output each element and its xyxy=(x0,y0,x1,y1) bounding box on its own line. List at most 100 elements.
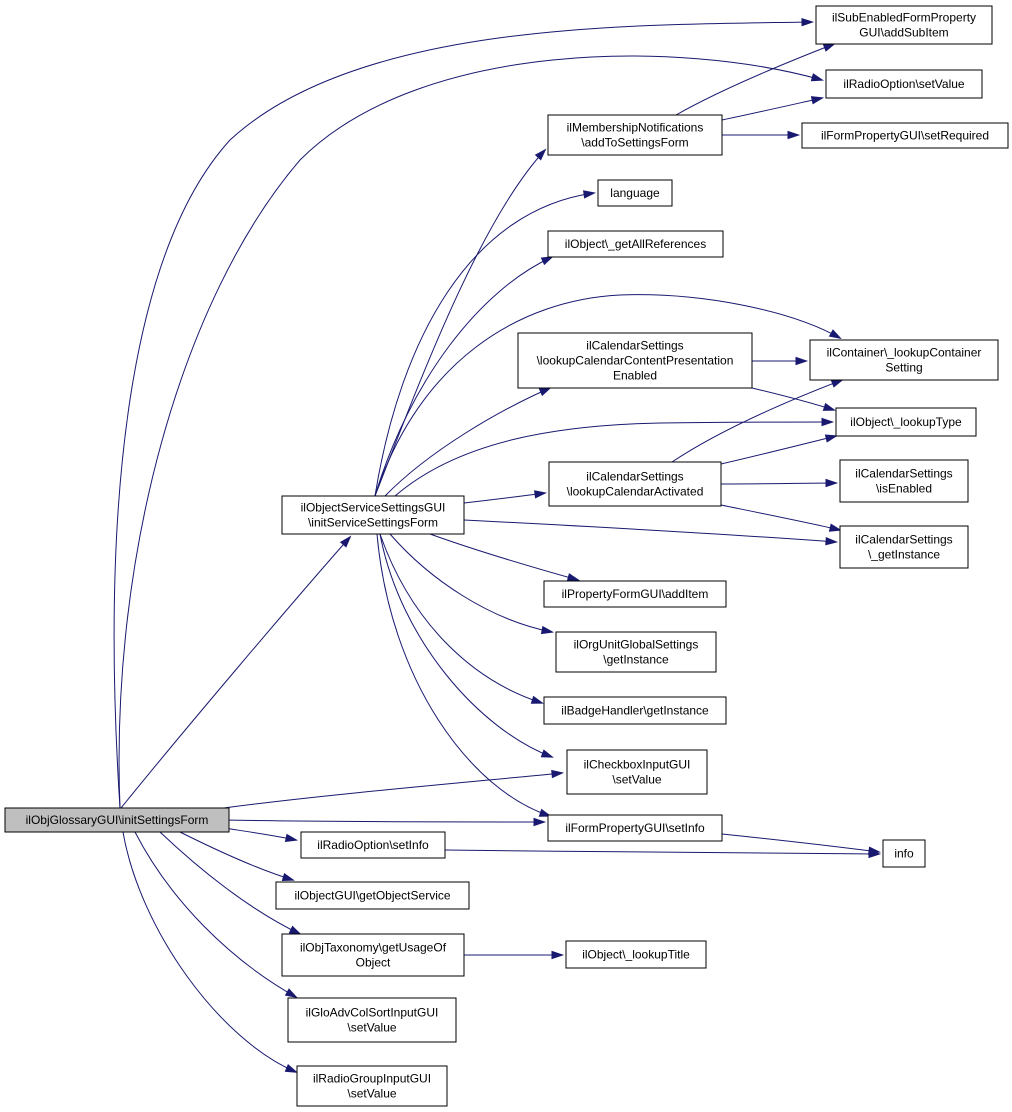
node-gloAdv[interactable]: ilGloAdvColSortInputGUI\setValue xyxy=(287,997,457,1043)
node-box xyxy=(801,122,1009,149)
node-label-line: \lookupCalendarContentPresentation xyxy=(537,354,734,368)
edge-svc-to-language xyxy=(374,190,597,497)
edge-calActivated-to-containerSetting xyxy=(671,379,844,463)
edge-root-to-radioSetInfo xyxy=(223,827,299,842)
edge-radioSetInfo-to-info xyxy=(444,849,882,859)
node-box xyxy=(287,997,457,1043)
arrowhead-icon xyxy=(566,573,581,582)
edge-root-to-setInfo xyxy=(223,817,547,827)
arrowhead-icon xyxy=(810,96,825,105)
node-box xyxy=(548,461,722,507)
edge-calActivated-to-lookupType xyxy=(720,434,839,465)
node-box xyxy=(565,940,707,969)
node-calIsEnabled[interactable]: ilCalendarSettings\isEnabled xyxy=(839,459,969,503)
edge-calContent-to-lookupType xyxy=(751,387,836,411)
node-calActivated[interactable]: ilCalendarSettings\lookupCalendarActivat… xyxy=(548,461,722,507)
edge-svc-to-calGetInstance xyxy=(463,519,839,546)
edge-root-to-gloAdv xyxy=(134,831,298,999)
node-box xyxy=(296,1065,448,1107)
node-box xyxy=(281,495,465,535)
node-label-line: language xyxy=(610,186,660,200)
node-label-line: ilFormPropertyGUI\setRequired xyxy=(821,129,989,143)
node-language[interactable]: language xyxy=(597,179,673,207)
arrowhead-icon xyxy=(281,872,295,881)
node-lookupType[interactable]: ilObject\_lookupType xyxy=(835,407,977,437)
node-box xyxy=(547,114,723,156)
edge-calContent-to-containerSetting xyxy=(752,356,809,366)
edge-calActivated-to-calGetInstance xyxy=(720,504,843,532)
edge-svc-to-getAllRefs xyxy=(374,256,554,497)
node-label-line: ilSubEnabledFormProperty xyxy=(832,11,976,25)
node-label-line: info xyxy=(894,847,914,861)
arrowhead-icon xyxy=(868,849,882,859)
node-box xyxy=(825,69,983,99)
node-radioGroup[interactable]: ilRadioGroupInputGUI\setValue xyxy=(296,1065,448,1107)
node-label-line: ilObjTaxonomy\getUsageOf xyxy=(300,941,447,955)
node-label-line: ilObject\_lookupTitle xyxy=(582,948,690,962)
node-radioSetInfo[interactable]: ilRadioOption\setInfo xyxy=(300,831,446,859)
node-svc[interactable]: ilObjectServiceSettingsGUI\initServiceSe… xyxy=(281,495,465,535)
node-checkbox[interactable]: ilCheckboxInputGUI\setValue xyxy=(566,749,708,795)
node-box xyxy=(597,179,673,207)
edge-membership-to-setRequired xyxy=(722,130,801,140)
node-box xyxy=(543,696,727,725)
node-label-line: \setValue xyxy=(347,1021,396,1035)
node-membership[interactable]: ilMembershipNotifications\addToSettingsF… xyxy=(547,114,723,156)
node-setInfo[interactable]: ilFormPropertyGUI\setInfo xyxy=(547,814,723,842)
node-getObjService[interactable]: ilObjectGUI\getObjectService xyxy=(275,881,470,910)
edge-svc-to-addItem xyxy=(429,533,581,582)
edge-svc-to-setInfo xyxy=(376,533,552,817)
node-label-line: ilObject\_getAllReferences xyxy=(565,237,706,251)
node-getAllRefs[interactable]: ilObject\_getAllReferences xyxy=(547,230,724,258)
arrowhead-icon xyxy=(830,379,844,388)
edge-membership-to-radioSetValue xyxy=(721,96,825,121)
arrowhead-icon xyxy=(540,749,554,758)
node-calContent[interactable]: ilCalendarSettings\lookupCalendarContent… xyxy=(517,332,753,389)
node-label-line: ilPropertyFormGUI\addItem xyxy=(562,587,709,601)
node-orgUnit[interactable]: ilOrgUnitGlobalSettings\getInstance xyxy=(555,631,717,673)
edge-svc-to-orgUnit xyxy=(389,533,555,635)
arrowhead-icon xyxy=(540,256,554,266)
edge-svc-to-calContent xyxy=(384,387,552,497)
arrowhead-icon xyxy=(787,130,801,140)
node-label-line: ilCalendarSettings xyxy=(586,470,683,484)
edge-root-to-getObjService xyxy=(179,831,295,881)
node-info[interactable]: info xyxy=(882,839,926,868)
arrowhead-icon xyxy=(551,950,565,960)
node-root[interactable]: ilObjGlossaryGUI\initSettingsForm xyxy=(4,807,230,833)
node-calGetInstance[interactable]: ilCalendarSettings\_getInstance xyxy=(839,525,969,569)
edge-svc-to-checkbox xyxy=(379,533,554,758)
node-addItem[interactable]: ilPropertyFormGUI\addItem xyxy=(543,580,727,608)
node-setRequired[interactable]: ilFormPropertyGUI\setRequired xyxy=(801,122,1009,149)
node-radioSetValue[interactable]: ilRadioOption\setValue xyxy=(825,69,983,99)
arrowhead-icon xyxy=(339,535,352,548)
node-badge[interactable]: ilBadgeHandler\getInstance xyxy=(543,696,727,725)
edge-svc-to-lookupType xyxy=(394,417,835,497)
arrowhead-icon xyxy=(551,769,565,779)
arrowhead-icon xyxy=(530,695,544,704)
arrowhead-icon xyxy=(284,988,298,999)
node-label-line: GUI\addSubItem xyxy=(859,26,948,40)
node-label-line: ilGloAdvColSortInputGUI xyxy=(306,1006,439,1020)
node-label-line: \lookupCalendarActivated xyxy=(567,485,704,499)
edge-root-to-svc xyxy=(120,535,352,809)
node-label-line: \isEnabled xyxy=(876,482,932,496)
node-box xyxy=(882,839,926,868)
node-label-line: \addToSettingsForm xyxy=(581,136,688,150)
node-label-line: \initServiceSettingsForm xyxy=(308,516,438,530)
edge-root-to-checkbox xyxy=(223,769,565,809)
node-box xyxy=(835,407,977,437)
node-label-line: ilRadioGroupInputGUI xyxy=(313,1072,431,1086)
arrowhead-icon xyxy=(822,402,836,411)
node-label-line: Enabled xyxy=(613,369,657,383)
arrowhead-icon xyxy=(822,43,836,52)
edge-svc-to-badge xyxy=(379,533,544,704)
node-label-line: ilOrgUnitGlobalSettings xyxy=(574,638,699,652)
node-label-line: ilObjectServiceSettingsGUI xyxy=(301,501,446,515)
arrowhead-icon xyxy=(538,387,552,397)
node-lookupTitle[interactable]: ilObject\_lookupTitle xyxy=(565,940,707,969)
